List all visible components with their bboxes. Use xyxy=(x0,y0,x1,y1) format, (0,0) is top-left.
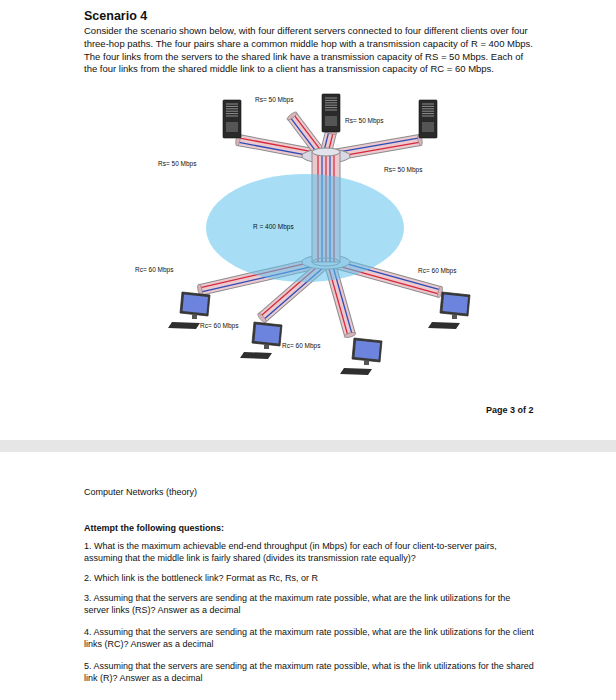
server-slot xyxy=(226,106,238,107)
keyboard xyxy=(240,352,272,359)
server-slot xyxy=(422,108,434,109)
client-computer xyxy=(428,292,470,329)
capacity-label: R = 400 Mbps xyxy=(253,223,294,230)
cylinder-cap xyxy=(312,148,340,156)
tube-end xyxy=(286,111,298,121)
cloud-fill xyxy=(206,174,404,282)
link-capacity: Rs= 50 Mbps xyxy=(255,96,293,105)
shared-network-cloud: R = 400 Mbps xyxy=(205,173,405,283)
link-tube xyxy=(292,116,320,153)
server-slot xyxy=(325,110,337,111)
monitor-frame xyxy=(180,292,210,316)
server-icon xyxy=(223,100,241,138)
server-case xyxy=(223,100,241,138)
server-slot xyxy=(325,107,337,108)
question: 2. Which link is the bottleneck link? Fo… xyxy=(84,572,534,584)
scenario-text: Consider the scenario shown below, with … xyxy=(84,25,534,76)
server-slot xyxy=(422,113,434,114)
keyboard xyxy=(340,368,372,375)
question: 3. Assuming that the servers are sending… xyxy=(84,592,534,616)
link-wire xyxy=(334,138,420,153)
link-wire xyxy=(294,115,322,152)
link-capacity: Rs= 50 Mbps xyxy=(345,117,383,126)
server-panel xyxy=(422,122,434,132)
server-slot xyxy=(226,111,238,112)
server-panel xyxy=(325,116,337,126)
server-slot xyxy=(422,111,434,112)
cloud-shape xyxy=(205,173,405,283)
instructions: Attempt the following questions: xyxy=(84,522,534,534)
server-slot xyxy=(226,113,238,114)
server-icon xyxy=(322,94,340,132)
client-computer xyxy=(240,322,282,359)
monitor-frame xyxy=(352,338,382,362)
server-slot xyxy=(422,106,434,107)
server-slot xyxy=(325,98,337,99)
server-slot xyxy=(325,100,337,101)
tube-end xyxy=(257,312,268,324)
link-capacity: Rc= 60 Mbps xyxy=(282,342,320,351)
keyboard xyxy=(168,322,200,329)
link-capacity: Rs= 50 Mbps xyxy=(158,160,196,169)
monitor-screen xyxy=(443,295,469,314)
link-capacity: Rc= 60 Mbps xyxy=(418,267,456,276)
link-capacity: Rc= 60 Mbps xyxy=(200,322,238,331)
monitor-screen xyxy=(183,295,209,314)
tube-end xyxy=(344,331,357,338)
server-icon xyxy=(419,100,437,138)
client-computer xyxy=(340,338,382,375)
links xyxy=(197,111,444,339)
server-slot xyxy=(226,116,238,117)
server-slot xyxy=(325,105,337,106)
server-slot xyxy=(226,104,238,105)
monitor-stand xyxy=(364,361,369,365)
question: 5. Assuming that the servers are sending… xyxy=(84,660,534,684)
scenario-heading: Scenario 4 xyxy=(84,8,147,25)
monitor-screen xyxy=(255,325,281,344)
link-capacity: Rc= 60 Mbps xyxy=(135,266,173,275)
server-slot xyxy=(422,104,434,105)
link-capacity: Rs= 50 Mbps xyxy=(384,166,422,175)
monitor-screen xyxy=(355,341,381,360)
link-tube xyxy=(292,116,320,153)
link-wire xyxy=(290,117,318,154)
page-number: Page 3 of 2 xyxy=(486,404,534,416)
server-slot xyxy=(226,108,238,109)
monitor-frame xyxy=(252,322,282,346)
server-slot xyxy=(422,116,434,117)
monitor-stand xyxy=(264,345,269,349)
monitor-stand xyxy=(192,315,197,319)
server-slot xyxy=(325,102,337,103)
course-name: Computer Networks (theory) xyxy=(84,486,534,498)
question: 4. Assuming that the servers are sending… xyxy=(84,626,534,650)
question: 1. What is the maximum achievable end-en… xyxy=(84,540,534,564)
keyboard xyxy=(428,322,460,329)
monitor-frame xyxy=(440,292,470,316)
monitor-stand xyxy=(452,315,457,319)
server-case xyxy=(419,100,437,138)
server-case xyxy=(322,94,340,132)
server-panel xyxy=(226,122,238,132)
